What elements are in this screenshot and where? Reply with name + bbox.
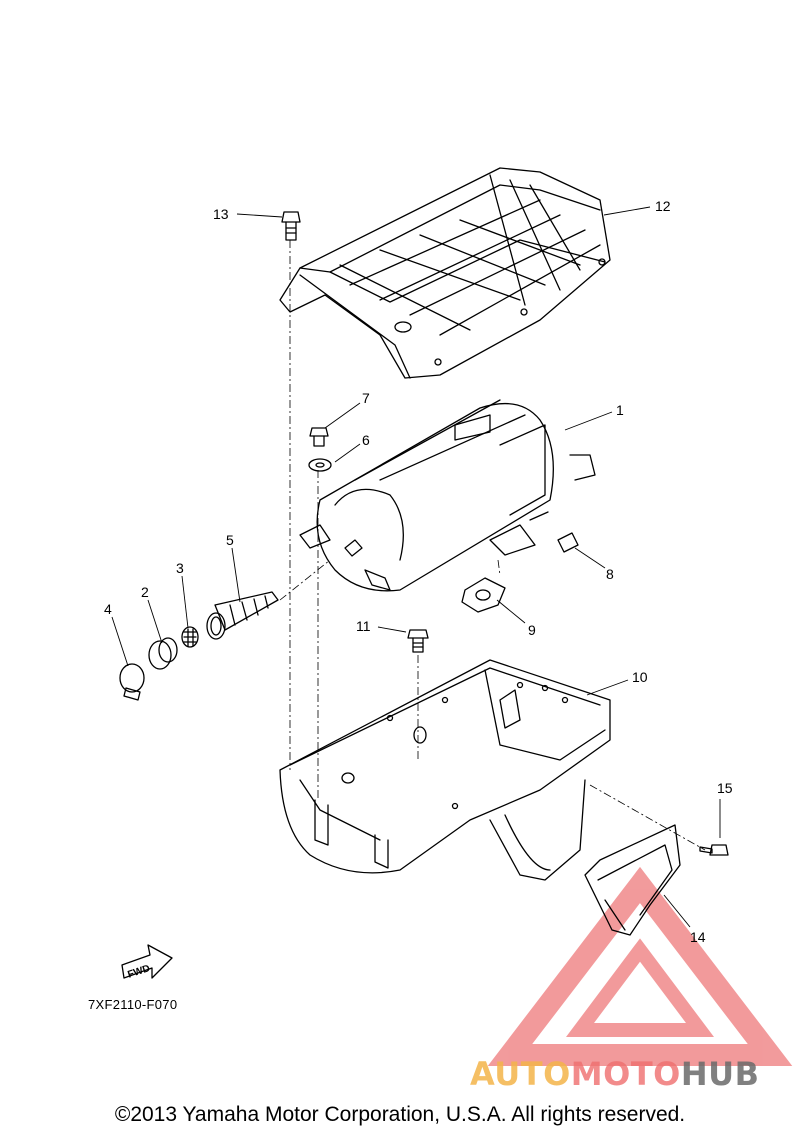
callout-14: 14 (690, 929, 706, 945)
copyright-notice: ©2013 Yamaha Motor Corporation, U.S.A. A… (114, 1103, 686, 1126)
watermark-text-auto: AUTO (470, 1055, 571, 1093)
callout-8: 8 (606, 566, 614, 582)
part-7-bolt (309, 427, 329, 447)
callout-9: 9 (528, 622, 536, 638)
part-5-funnel (206, 591, 279, 640)
part-1-air-box-body (299, 399, 596, 592)
part-9-gasket (461, 577, 506, 613)
part-10-lower-case (279, 659, 611, 881)
callout-12: 12 (655, 198, 671, 214)
diagram-code: 7XF2110-F070 (88, 997, 178, 1012)
watermark-text-hub: HUB (680, 1055, 760, 1093)
callout-1: 1 (616, 402, 624, 418)
leader-lines (111, 206, 721, 928)
part-6-washer (308, 458, 332, 472)
callout-3: 3 (176, 560, 184, 576)
callout-5: 5 (226, 532, 234, 548)
part-4-clamp (119, 663, 145, 701)
part-2-grommet (148, 637, 178, 670)
watermark-text-moto: MOTO (570, 1055, 681, 1093)
callout-13: 13 (213, 206, 229, 222)
part-13-bolt (281, 211, 301, 241)
callout-6: 6 (362, 432, 370, 448)
watermark-logo (487, 866, 793, 1066)
assembly-centerlines (279, 240, 706, 851)
callout-10: 10 (632, 669, 648, 685)
part-14-bracket (584, 824, 681, 936)
callout-2: 2 (141, 584, 149, 600)
part-3-screen (181, 626, 199, 648)
fwd-label: FWD (126, 963, 151, 981)
callout-4: 4 (104, 601, 112, 617)
part-12-upper-cover (279, 167, 611, 379)
callout-7: 7 (362, 390, 370, 406)
callout-15: 15 (717, 780, 733, 796)
part-15-bolt (699, 844, 729, 856)
fwd-arrow-icon (121, 944, 173, 979)
part-11-bolt (407, 629, 429, 653)
callout-11: 11 (356, 618, 371, 634)
part-8-collar (557, 532, 579, 553)
watermark-text: AUTOMOTOHUB (470, 1055, 760, 1093)
